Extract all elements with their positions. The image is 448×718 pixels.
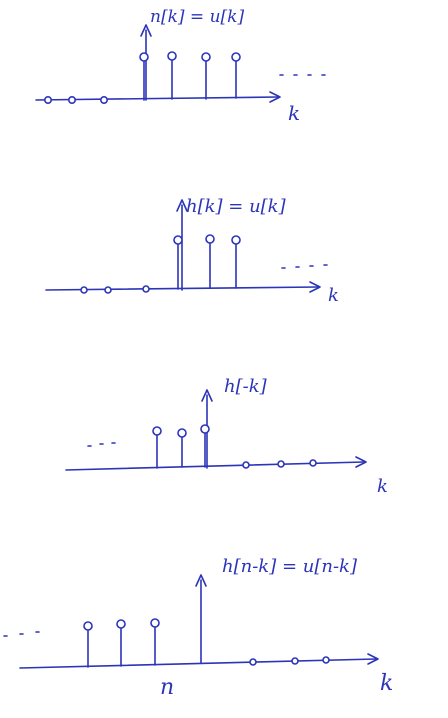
plot-3-zero-sample — [242, 461, 250, 469]
plot-1-zero-sample — [68, 96, 77, 105]
plot-4: h[n-k] = u[n-k] n k — [3, 556, 393, 700]
plot-3-axis — [65, 461, 365, 471]
plot-3-label: h[-k] — [224, 376, 268, 397]
plot-2-axis-label: k — [328, 285, 339, 306]
plot-2-label: h[k] = u[k] — [186, 196, 287, 217]
plot-4-continuation-dots — [3, 631, 40, 637]
plot-3-continuation-dots — [87, 442, 116, 447]
plot-1-stem-head — [139, 52, 149, 62]
plot-1-stem-head — [231, 52, 241, 62]
plot-3-stem-head — [177, 428, 187, 438]
plot-4-label: h[n-k] = u[n-k] — [222, 556, 358, 577]
plot-2-continuation-dots — [281, 264, 328, 269]
plot-1-zero-sample — [43, 96, 52, 105]
plot-1-label: n[k] = u[k] — [150, 7, 244, 27]
plot-1-axis-arrowhead — [269, 91, 281, 103]
plot-2-vertical-arrowhead — [176, 199, 188, 212]
plot-2-zero-sample — [104, 286, 112, 294]
plot-3-vertical-arrowhead — [201, 389, 213, 402]
plot-3-axis-arrowhead — [355, 456, 367, 468]
plot-3-axis-label: k — [377, 476, 388, 497]
plot-3-stem-head — [152, 426, 162, 436]
plot-1-axis — [35, 96, 279, 101]
plot-1: n[k] = u[k] k — [35, 7, 326, 125]
plot-4-n-marker: n — [160, 675, 174, 700]
plot-4-zero-sample — [249, 658, 257, 666]
plot-3: h[-k] k — [65, 376, 388, 497]
plot-1-stem-head — [201, 52, 211, 62]
plot-1-vertical-arrowhead — [140, 24, 152, 37]
plot-2-stem-head — [231, 235, 241, 245]
plot-4-axis-arrowhead — [367, 653, 379, 665]
plot-1-zero-sample — [100, 96, 109, 105]
plot-3-zero-sample — [277, 460, 285, 468]
plot-2-axis-arrowhead — [309, 281, 321, 293]
plot-2-zero-sample — [80, 286, 88, 294]
plot-2-stem-head — [173, 235, 183, 245]
plot-3-zero-sample — [309, 459, 317, 467]
plot-4-stem-head — [116, 619, 126, 629]
plot-2: h[k] = u[k] k — [45, 196, 339, 306]
plot-4-zero-sample — [322, 656, 330, 664]
plot-2-zero-sample — [142, 285, 150, 293]
plot-1-axis-label: k — [288, 101, 300, 125]
plot-4-n-arrowhead — [195, 574, 207, 587]
plot-4-zero-sample — [291, 657, 299, 665]
plot-3-stem-head — [200, 424, 210, 434]
plot-4-stem-head — [83, 621, 93, 631]
plot-1-stem-head — [167, 51, 177, 61]
plot-4-axis-label: k — [380, 671, 393, 696]
plot-4-axis — [19, 658, 377, 669]
plot-2-stem-head — [205, 234, 215, 244]
plot-4-stem-head — [150, 618, 160, 628]
